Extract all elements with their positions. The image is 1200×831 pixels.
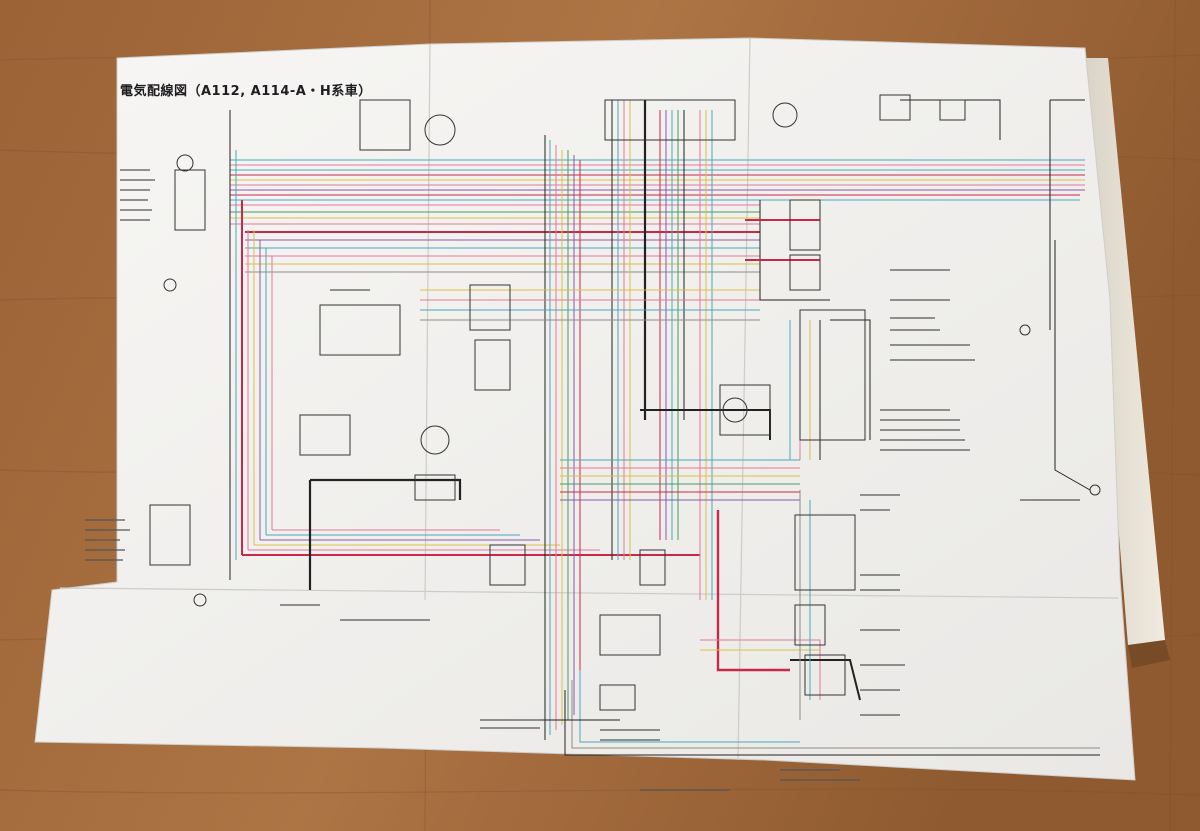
components (149, 94, 1101, 711)
book-shadow (1128, 640, 1170, 668)
diagram-title: 電気配線図（A112, A114-A・H系車） (120, 84, 372, 99)
paper-sheet (34, 37, 1136, 781)
wiring-diagram (85, 94, 1101, 791)
label-marks (85, 169, 1080, 791)
wire-bundle-center (544, 100, 790, 740)
book-pages (1080, 58, 1165, 645)
wire-bundle-top (230, 159, 1085, 273)
